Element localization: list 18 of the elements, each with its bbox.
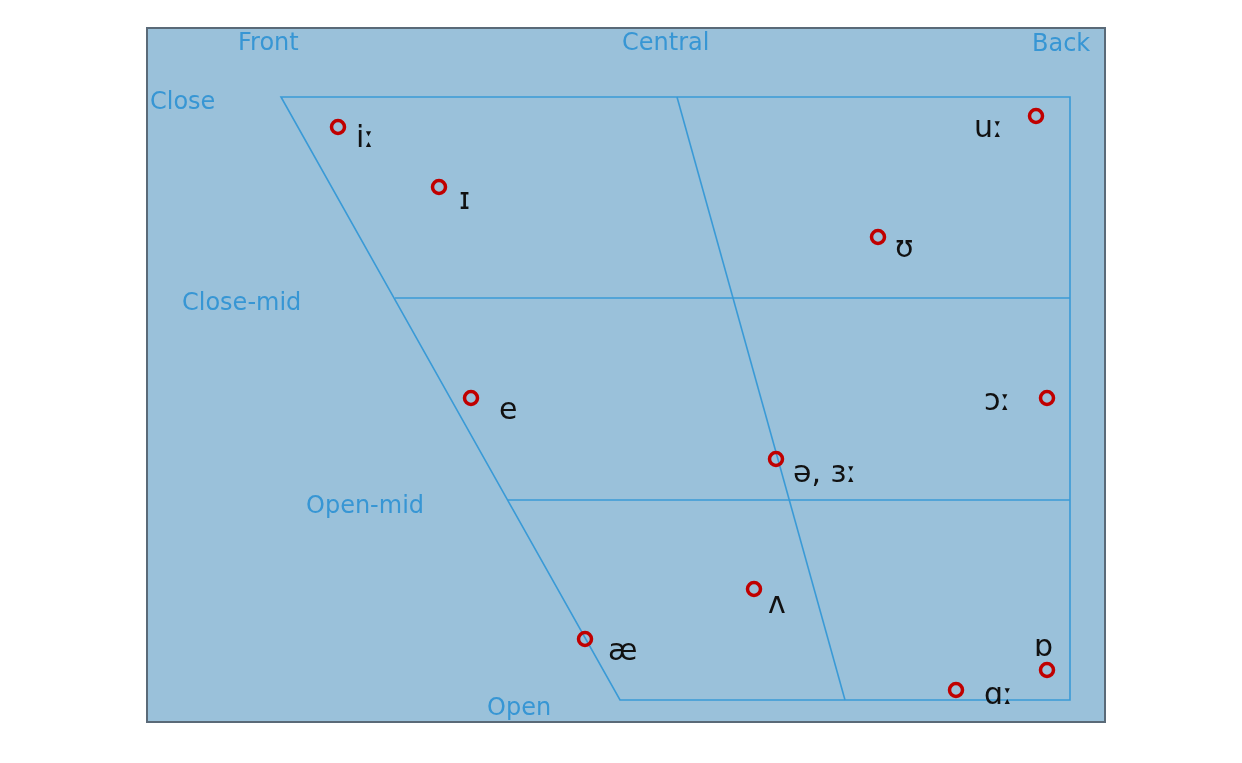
axis-label: Open-mid bbox=[306, 493, 425, 517]
vowel-symbol: iː bbox=[356, 122, 375, 152]
axis-label: Front bbox=[238, 30, 299, 54]
vowel-symbol: ɒ bbox=[1034, 631, 1054, 661]
vowel-symbol: e bbox=[499, 394, 518, 424]
axis-label: Back bbox=[1032, 31, 1091, 55]
axis-label: Close bbox=[150, 89, 216, 113]
vowel-symbol: ə, ɜː bbox=[793, 457, 857, 487]
vowel-symbol: æ bbox=[608, 635, 638, 665]
vowel-symbol: ɑː bbox=[984, 679, 1014, 709]
axis-label: Close-mid bbox=[182, 290, 302, 314]
axis-label: Open bbox=[487, 695, 552, 719]
vowel-symbol: ʊ bbox=[895, 232, 914, 262]
axis-label: Central bbox=[622, 30, 710, 54]
vowel-symbol: uː bbox=[974, 112, 1004, 142]
vowel-symbol: ʌ bbox=[768, 588, 786, 618]
vowel-symbol: ɪ bbox=[459, 184, 471, 214]
vowel-symbol: ɔː bbox=[984, 385, 1011, 415]
